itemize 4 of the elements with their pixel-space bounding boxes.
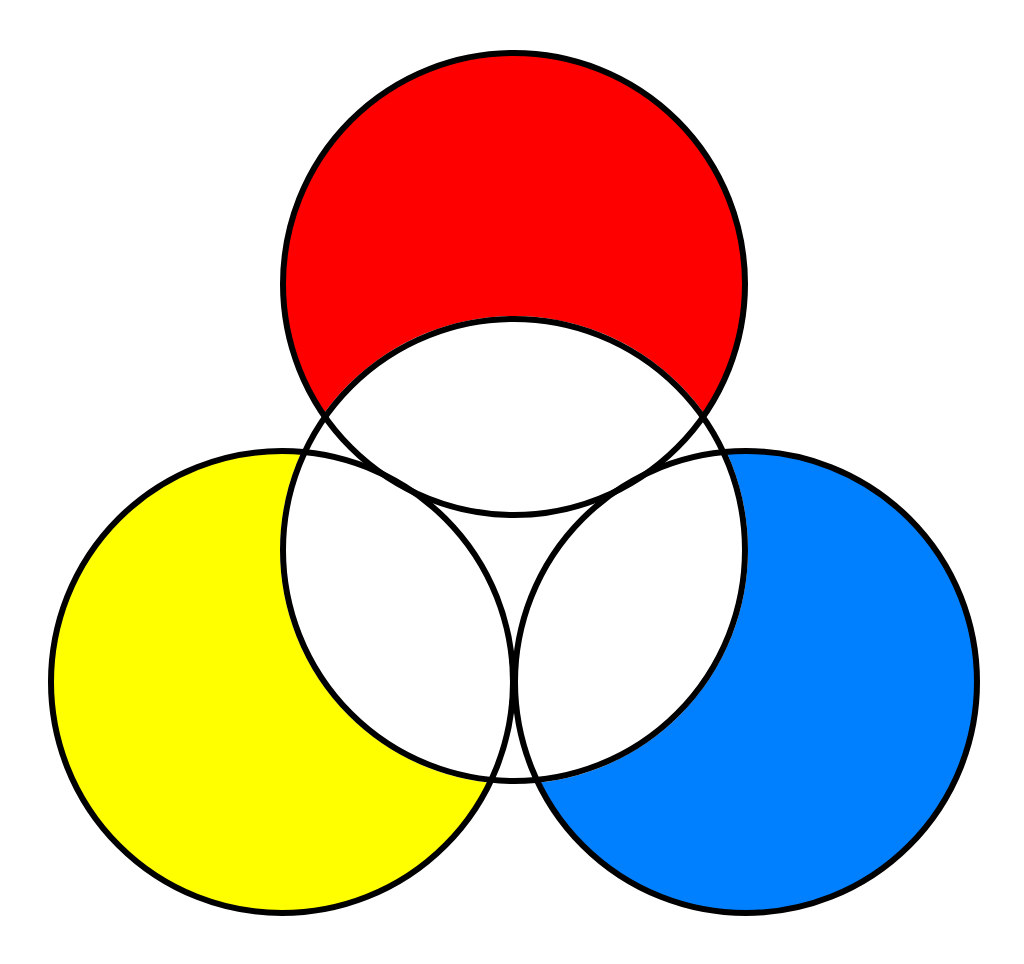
circle	[280, 50, 748, 518]
circle	[512, 448, 980, 916]
circle	[48, 448, 516, 916]
circle	[280, 316, 748, 784]
